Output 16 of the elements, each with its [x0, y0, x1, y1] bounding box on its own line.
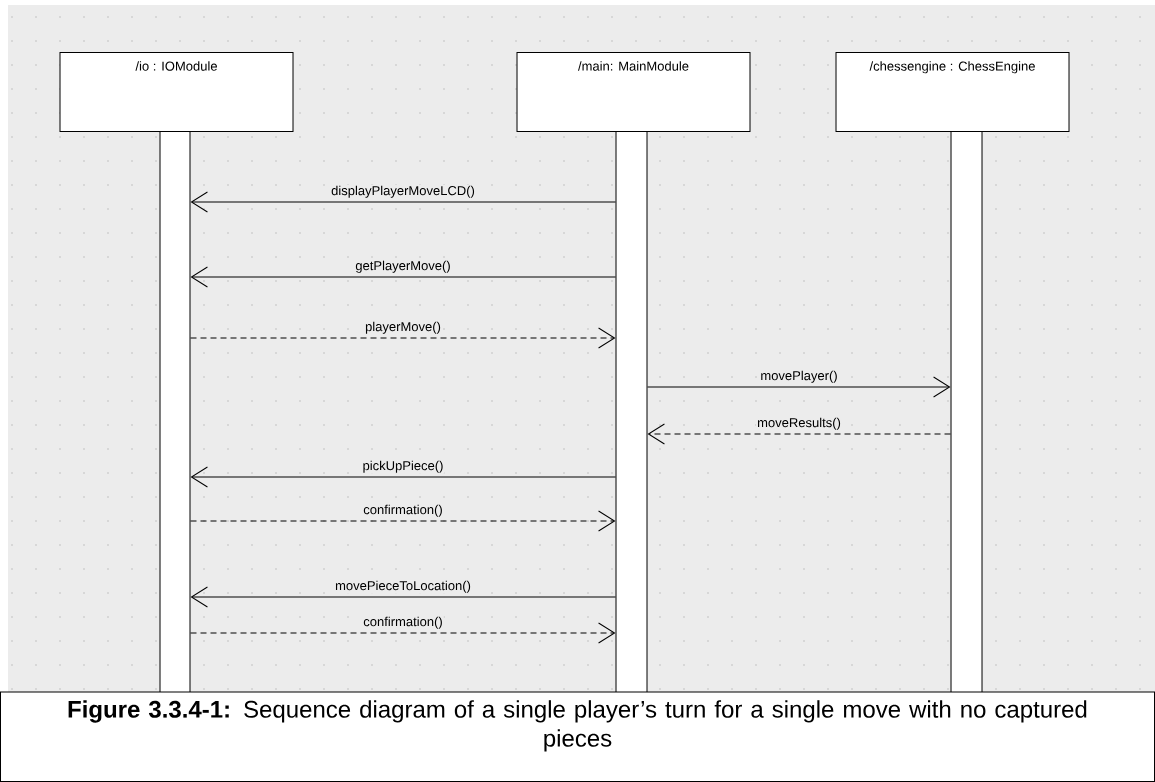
message-arrow: [190, 586, 616, 608]
message-arrow: [190, 466, 616, 488]
activation-bar: [615, 131, 648, 693]
lifeline-head-box: /io : IOModule: [59, 52, 294, 132]
message-arrow: [190, 510, 616, 532]
message-arrow: [190, 622, 616, 644]
activation-bar: [159, 131, 191, 693]
message-arrow: [647, 423, 951, 445]
message-arrow: [190, 191, 616, 213]
message-arrow: [647, 376, 951, 398]
caption-box: Figure 3.3.4-1: Sequence diagram of a single player’s turn for a single move with no captured pieces: [0, 691, 1155, 782]
activation-bar: [950, 131, 983, 693]
lifeline-head-box: /chessengine : ChessEngine: [835, 52, 1070, 132]
message-arrow: [190, 266, 616, 288]
lifeline-head-box: /main: MainModule: [516, 52, 751, 132]
message-arrow: [190, 327, 616, 349]
